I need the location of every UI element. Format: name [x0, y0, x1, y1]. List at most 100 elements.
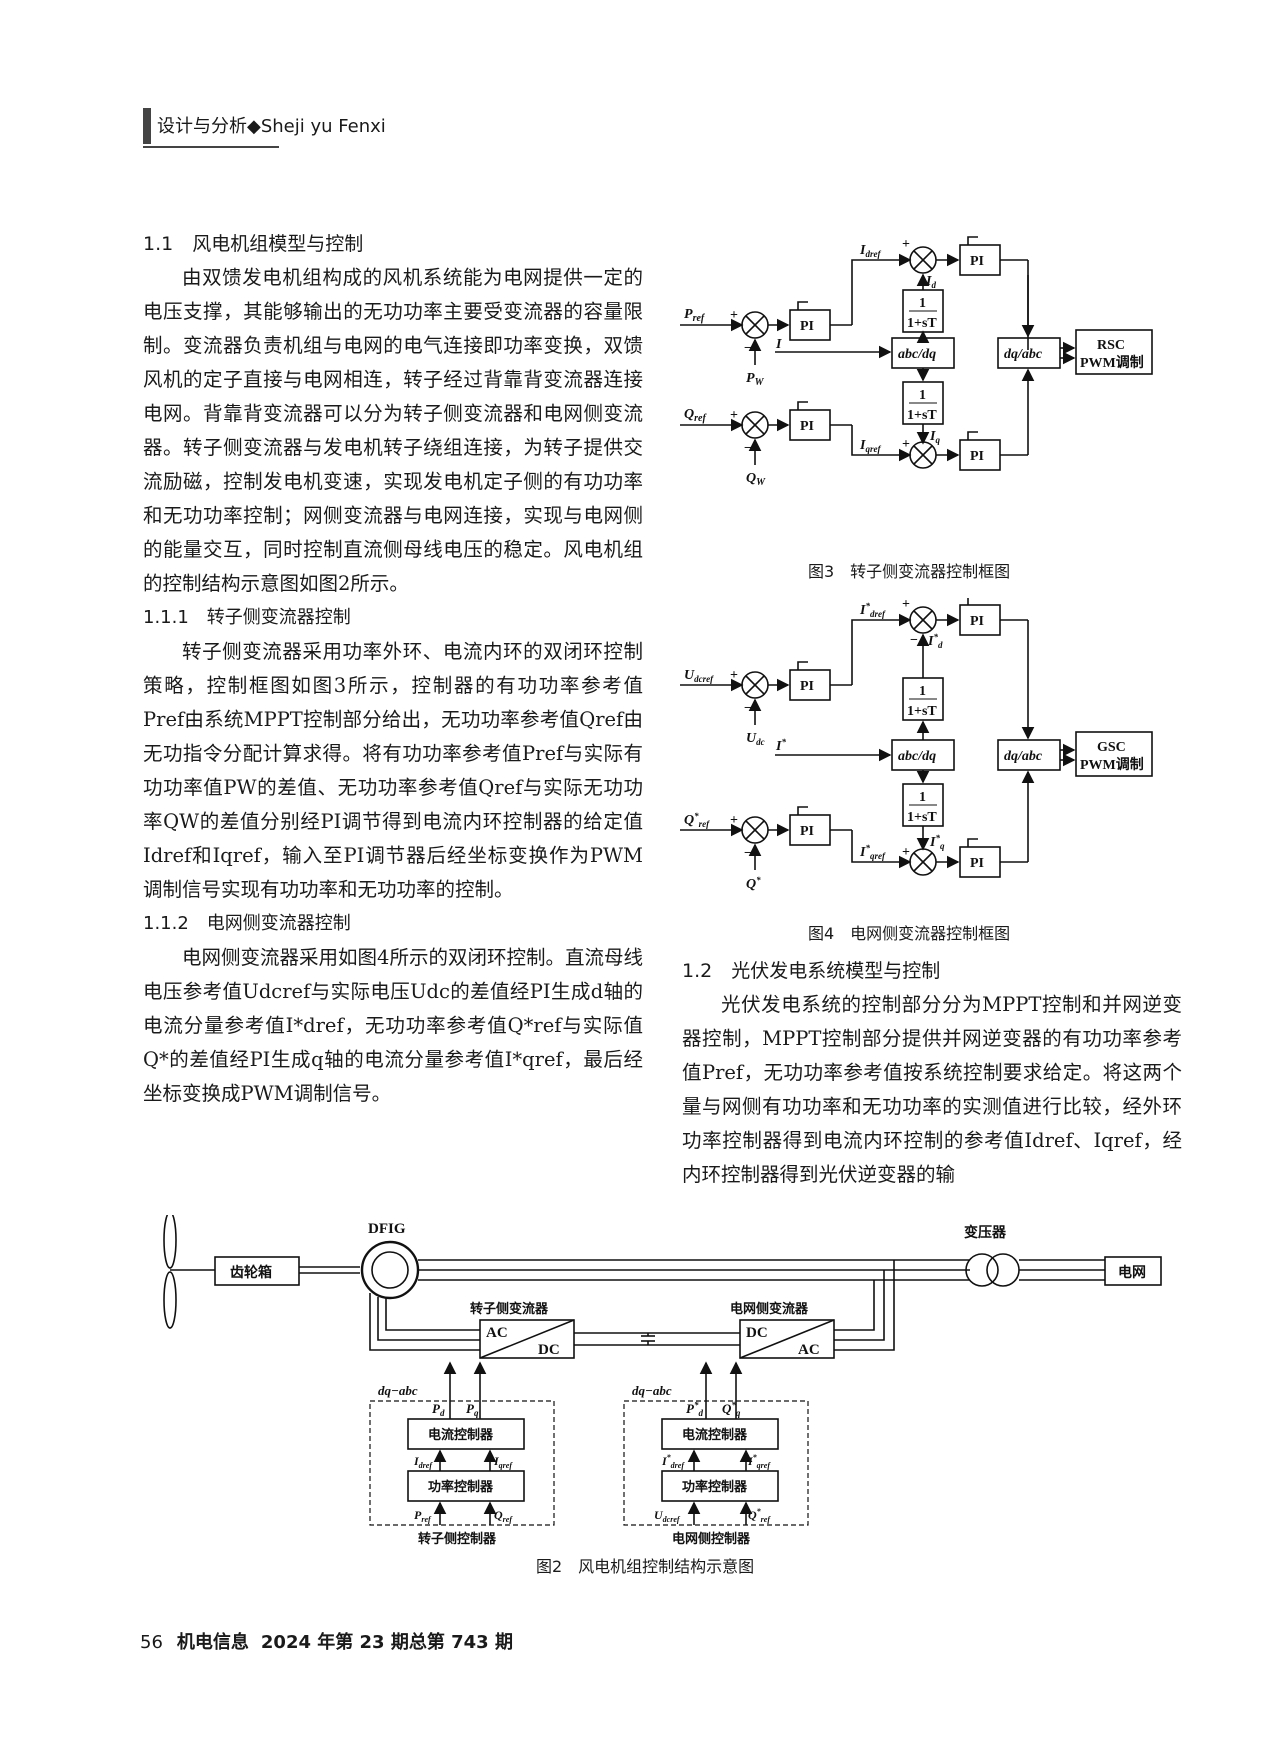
fig3-plus-p: + [730, 308, 738, 323]
svg-text:Udc: Udc [746, 731, 765, 747]
svg-text:Q*ref: Q*ref [748, 1507, 771, 1524]
gsc-title: 电网侧变流器 [730, 1301, 809, 1316]
page-footer: 56 机电信息 2024 年第 23 期总第 743 期 [140, 1628, 513, 1654]
fig3-qref-label: Q [684, 407, 694, 422]
fig4-plus-q: + [730, 813, 738, 828]
rsc-dc: DC [538, 1342, 560, 1358]
gsc-iqref: I [747, 1454, 754, 1468]
paragraph-3: 电网侧变流器采用如图4所示的双闭环控制。直流母线电压参考值Udcref与实际电压… [143, 946, 643, 1105]
rsc-pq-sub: q [474, 1408, 479, 1418]
fig4-pwm: PWM调制 [1080, 756, 1144, 773]
paragraph-4: 光伏发电系统的控制部分分为MPPT控制和并网逆变器控制，MPPT控制部分提供并网… [682, 993, 1182, 1186]
fig3-id-sub: d [931, 280, 936, 290]
fig4-iqref-sup: * [865, 843, 870, 853]
fig3-pref-sub: ref [693, 313, 706, 324]
rsc-pq: P [466, 1401, 475, 1416]
grid-label: 电网 [1118, 1264, 1146, 1281]
fig4-filter-den-2: 1+sT [907, 810, 937, 825]
fig4-id-label: I [927, 634, 934, 649]
svg-text:Pq: Pq [466, 1401, 479, 1418]
svg-text:I*qref: I*qref [747, 1453, 771, 1470]
fig4-idref-sub: dref [870, 609, 886, 619]
rsc-dq-abc: dq−abc [378, 1383, 418, 1398]
fig3-plus-d: + [902, 237, 910, 252]
fig4-dq-abc: dq/abc [1004, 749, 1043, 764]
fig3-pw-sub: W [755, 377, 765, 388]
heading-1-1-1: 1.1.1 转子侧变流器控制 [143, 607, 351, 628]
running-header: 设计与分析◆Sheji yu Fenxi [143, 108, 386, 144]
issue-info: 2024 年第 23 期总第 743 期 [260, 1632, 513, 1653]
fig4-filter-den-1: 1+sT [907, 704, 937, 719]
fig4-idref-sup: * [865, 601, 870, 611]
fig3-filter-den-1: 1+sT [907, 316, 937, 331]
grid-box [1104, 1256, 1162, 1286]
fig4-iqref-label: I [859, 845, 866, 860]
header-bar [143, 108, 151, 144]
fig3-pi-2: PI [970, 254, 984, 269]
fig3-pwm: PWM调制 [1080, 354, 1144, 371]
figure-2-diagram: 齿轮箱 DFIG 变压器 电网 转子侧变流器 AC DC 电网侧变流器 DC A… [163, 1215, 1162, 1545]
fig4-pi-3: PI [800, 824, 814, 839]
fig3-pw-label: P [746, 371, 755, 386]
gsc-pd-sup: * [694, 1400, 699, 1410]
fig4-plus-d: + [902, 598, 910, 612]
fig3-filter-den-2: 1+sT [907, 408, 937, 423]
rsc-pref: P [414, 1508, 422, 1522]
svg-text:I*: I* [775, 737, 786, 754]
rsc-qref: Q [494, 1508, 503, 1522]
fig3-rsc: RSC [1097, 338, 1125, 353]
gsc-pd-sub: d [698, 1408, 703, 1418]
figure-2-caption: 图2 风电机组控制结构示意图 [536, 1557, 755, 1576]
fig3-pi-4: PI [970, 449, 984, 464]
header-underline [143, 146, 279, 148]
fig4-iqref-sub: qref [870, 851, 886, 861]
right-column: 1.2 光伏发电系统模型与控制 光伏发电系统的控制部分分为MPPT控制和并网逆变… [682, 954, 1182, 1192]
fig3-qw-sub: W [756, 477, 766, 488]
page-number: 56 [140, 1632, 163, 1653]
gsc-q-sub: q [736, 1408, 741, 1418]
fig3-id-label: I [925, 274, 932, 289]
gsc-dc: DC [746, 1325, 768, 1341]
fig4-filter-num-2: 1 [919, 790, 926, 805]
svg-text:Q*ref: Q*ref [684, 811, 710, 829]
fig3-abc-dq: abc/dq [898, 347, 936, 362]
fig4-pi-1: PI [800, 679, 814, 694]
figure-3-caption: 图3 转子侧变流器控制框图 [808, 562, 1011, 581]
rsc-title: 转子侧变流器 [470, 1301, 549, 1316]
svg-text:Udcref: Udcref [654, 1508, 681, 1524]
fig4-i-label: I [775, 739, 782, 754]
fig4-udcref-label: U [684, 668, 695, 683]
gsc-power-ctrl: 功率控制器 [682, 1479, 748, 1494]
fig4-plus-qi: + [902, 845, 910, 860]
fig3-dq-abc: dq/abc [1004, 347, 1043, 362]
svg-text:I*q: I*q [929, 833, 945, 851]
gsc-udcref-sub: dcref [663, 1515, 681, 1524]
gsc-iqref-sup: * [753, 1453, 758, 1462]
rsc-iqref-sub: qref [499, 1461, 514, 1470]
svg-text:Qref: Qref [684, 407, 707, 424]
fig3-qw-label: Q [746, 471, 756, 486]
journal-name: 机电信息 [176, 1632, 249, 1653]
fig3-pi-3: PI [800, 419, 814, 434]
heading-1-1: 1.1 风电机组模型与控制 [143, 233, 364, 255]
fig4-minus-u: − [744, 701, 752, 716]
fig4-pi-2: PI [970, 614, 984, 629]
fig4-minus-q: − [744, 846, 752, 861]
fig4-q-label: Q [746, 877, 756, 892]
fig3-qref-sub: ref [694, 413, 707, 424]
fig4-iq-label: I [929, 835, 936, 850]
fig4-gsc: GSC [1097, 740, 1126, 755]
fig4-udc-sub: dc [756, 737, 765, 747]
gsc-idref-sub: dref [671, 1461, 686, 1470]
fig3-minus-q: − [744, 441, 752, 456]
fig3-plus-q: + [730, 408, 738, 423]
fig3-pi-1: PI [800, 319, 814, 334]
fig4-iq-sup: * [935, 833, 940, 843]
fig3-pref-label: P [684, 307, 693, 322]
rotor-ctrl-label: 转子侧控制器 [418, 1531, 497, 1545]
svg-text:Iqref: Iqref [493, 1454, 513, 1470]
fig4-idref-label: I [859, 603, 866, 618]
fig4-iq-sub: q [940, 841, 945, 851]
rsc-current-ctrl: 电流控制器 [428, 1427, 494, 1442]
svg-text:Idref: Idref [859, 243, 881, 259]
